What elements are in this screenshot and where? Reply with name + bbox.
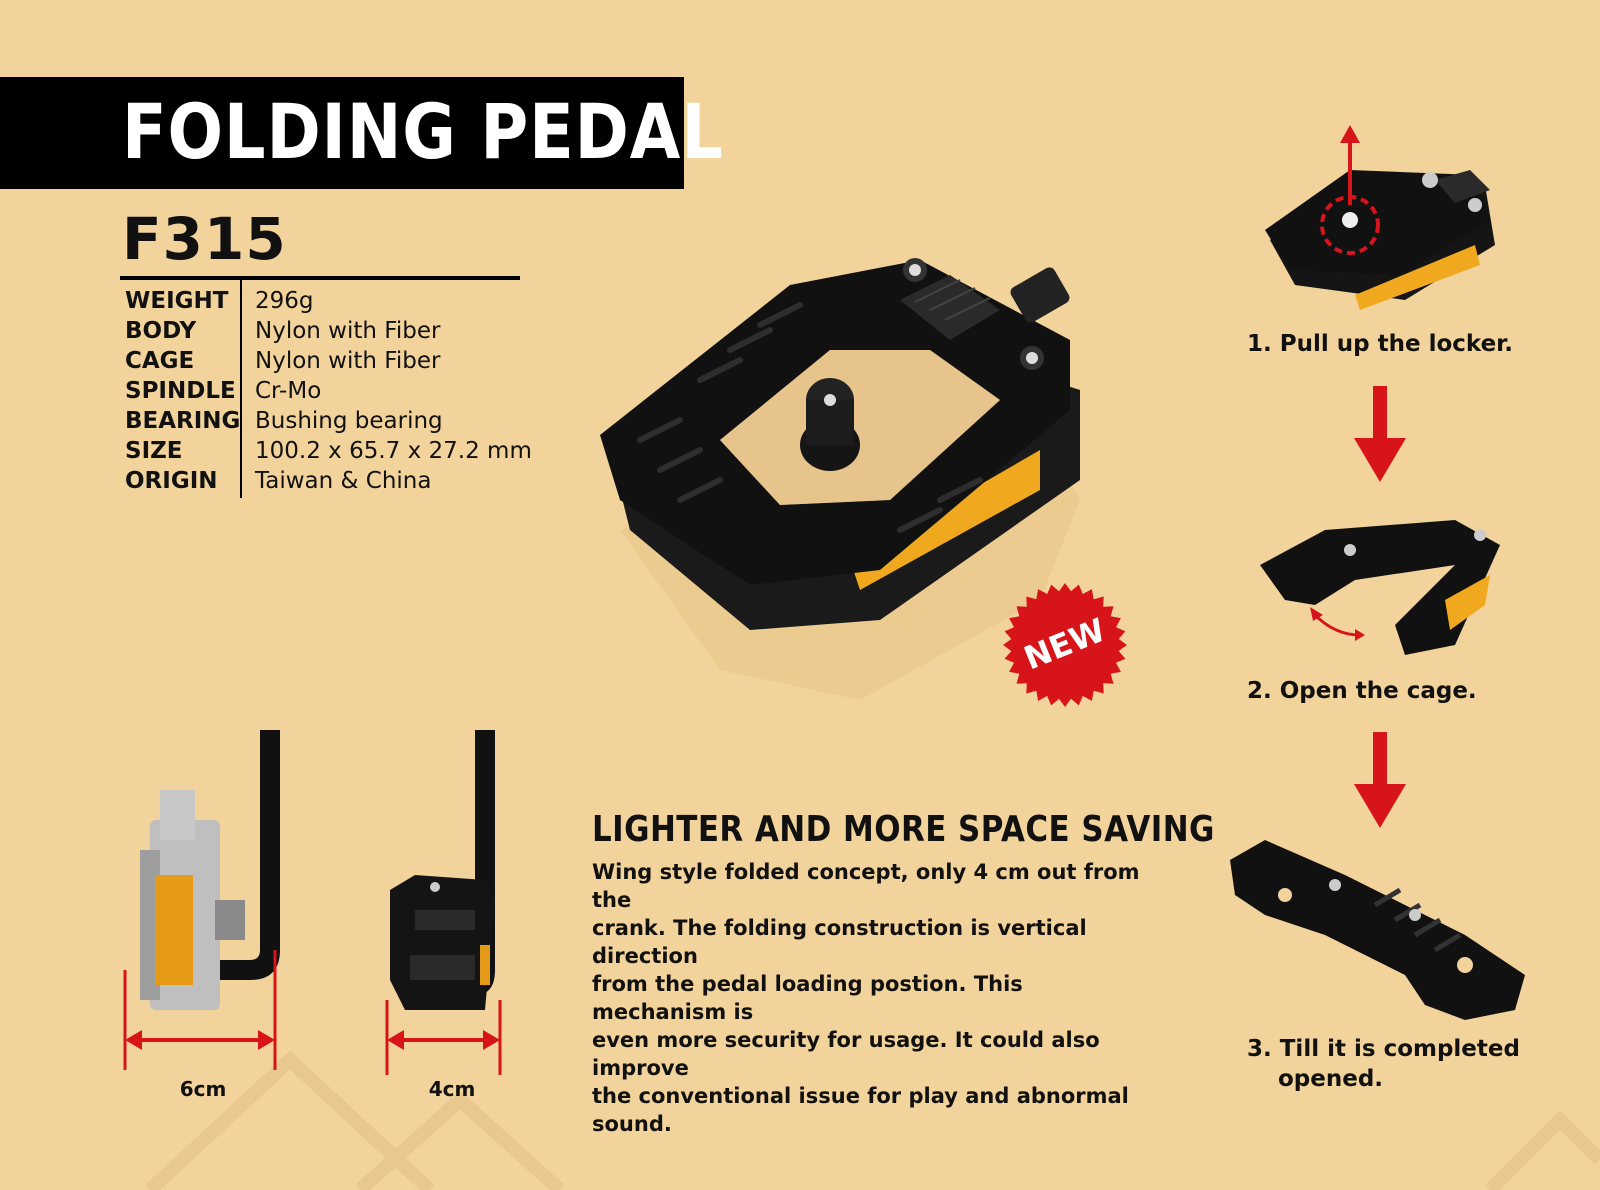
side-view-folded-image (385, 730, 502, 1075)
spec-value: 296g (255, 288, 314, 314)
spec-label: BEARING (125, 408, 241, 434)
spec-row-size: SIZE 100.2 x 65.7 x 27.2 mm (125, 436, 545, 466)
spec-row-spindle: SPINDLE Cr-Mo (125, 376, 545, 406)
new-badge: NEW (1003, 583, 1127, 707)
spec-row-bearing: BEARING Bushing bearing (125, 406, 545, 436)
feature-line: the conventional issue for play and abno… (592, 1084, 1129, 1136)
step-2-image (1260, 520, 1500, 655)
dimension-label-folded: 4cm (428, 1077, 476, 1101)
feature-line: even more security for usage. It could a… (592, 1028, 1100, 1080)
step-3-label: 3. Till it is completed (1247, 1036, 1520, 1062)
spec-label: CAGE (125, 348, 195, 374)
spec-divider (240, 280, 242, 498)
spec-label: ORIGIN (125, 468, 218, 494)
pedal-product-image (600, 258, 1080, 700)
step-3-image (1230, 840, 1525, 1020)
feature-line: from the pedal loading postion. This mec… (592, 972, 1023, 1024)
spec-value: 100.2 x 65.7 x 27.2 mm (255, 438, 532, 464)
down-arrow-icon (1354, 386, 1406, 482)
feature-description: Wing style folded concept, only 4 cm out… (592, 858, 1152, 1138)
spec-label: BODY (125, 318, 197, 344)
spec-row-origin: ORIGIN Taiwan & China (125, 466, 545, 496)
spec-value: Taiwan & China (255, 468, 432, 494)
spec-value: Nylon with Fiber (255, 318, 441, 344)
spec-value: Bushing bearing (255, 408, 443, 434)
spec-row-cage: CAGE Nylon with Fiber (125, 346, 545, 376)
step-1-image (1265, 125, 1495, 310)
spec-label: SIZE (125, 438, 183, 464)
spec-label: WEIGHT (125, 288, 229, 314)
model-underline (120, 276, 520, 280)
spec-row-weight: WEIGHT 296g (125, 286, 545, 316)
step-2-label: 2. Open the cage. (1247, 678, 1477, 704)
side-view-unfolded-image (123, 730, 280, 1070)
spec-label: SPINDLE (125, 378, 236, 404)
dimension-label-unfolded: 6cm (179, 1077, 227, 1101)
feature-line: Wing style folded concept, only 4 cm out… (592, 860, 1140, 912)
down-arrow-icon (1354, 732, 1406, 828)
spec-value: Nylon with Fiber (255, 348, 441, 374)
feature-line: crank. The folding construction is verti… (592, 916, 1087, 968)
step-1-label: 1. Pull up the locker. (1247, 331, 1513, 357)
spec-value: Cr-Mo (255, 378, 322, 404)
title-bar (0, 77, 684, 189)
page-title: FOLDING PEDAL (122, 87, 724, 176)
feature-heading: LIGHTER AND MORE SPACE SAVING (592, 809, 1215, 850)
model-number: F315 (122, 205, 287, 273)
step-3-label-line2: opened. (1278, 1066, 1384, 1092)
spec-row-body: BODY Nylon with Fiber (125, 316, 545, 346)
